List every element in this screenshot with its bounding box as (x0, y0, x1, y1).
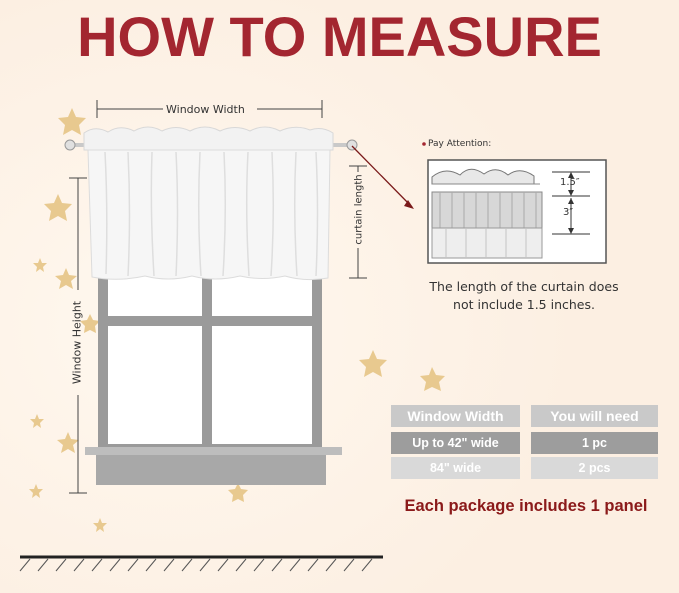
star-icon (228, 483, 248, 502)
star-icon (80, 314, 100, 333)
header-detail-box (427, 159, 607, 264)
star-icon (30, 414, 44, 428)
curtain-length-dimension (349, 165, 367, 279)
valance (83, 126, 334, 281)
star-icon (93, 518, 107, 532)
pay-attention-heading: Pay Attention: (428, 139, 492, 149)
note-line-1: The length of the curtain does (429, 279, 619, 294)
table-cell: 2 pcs (531, 457, 658, 479)
package-note: Each package includes 1 panel (404, 497, 648, 515)
curtain-length-label: curtain length (353, 174, 365, 245)
window-apron (96, 455, 326, 485)
table-cell: 1 pc (531, 432, 658, 454)
star-icon (55, 268, 77, 289)
star-icon (44, 194, 72, 221)
window-width-dimension (96, 100, 323, 118)
floor (19, 555, 383, 572)
star-icon (57, 432, 79, 453)
window-sill (85, 447, 342, 455)
table-cell: 84" wide (391, 457, 520, 479)
star-icon (420, 367, 445, 391)
star-icon (29, 484, 43, 498)
table-header-you-will-need: You will need (531, 405, 658, 427)
window-width-label: Window Width (166, 103, 245, 116)
attention-note: The length of the curtain does not inclu… (410, 278, 638, 314)
window-height-label: Window Height (70, 300, 84, 385)
bottom-measure-label: 3″ (563, 207, 574, 218)
detail-pointer (351, 145, 413, 208)
top-measure-label: 1.5″ (560, 177, 580, 188)
bullet-icon (422, 142, 426, 146)
star-icon (33, 258, 47, 272)
window-height-dimension (69, 177, 87, 494)
table-header-window-width: Window Width (391, 405, 520, 427)
note-line-2: not include 1.5 inches. (453, 297, 595, 312)
page-title: HOW TO MEASURE (77, 5, 602, 68)
star-decorations (29, 108, 445, 532)
star-icon (359, 350, 387, 377)
star-icon (58, 108, 86, 135)
table-cell: Up to 42" wide (391, 432, 520, 454)
window (85, 268, 342, 485)
